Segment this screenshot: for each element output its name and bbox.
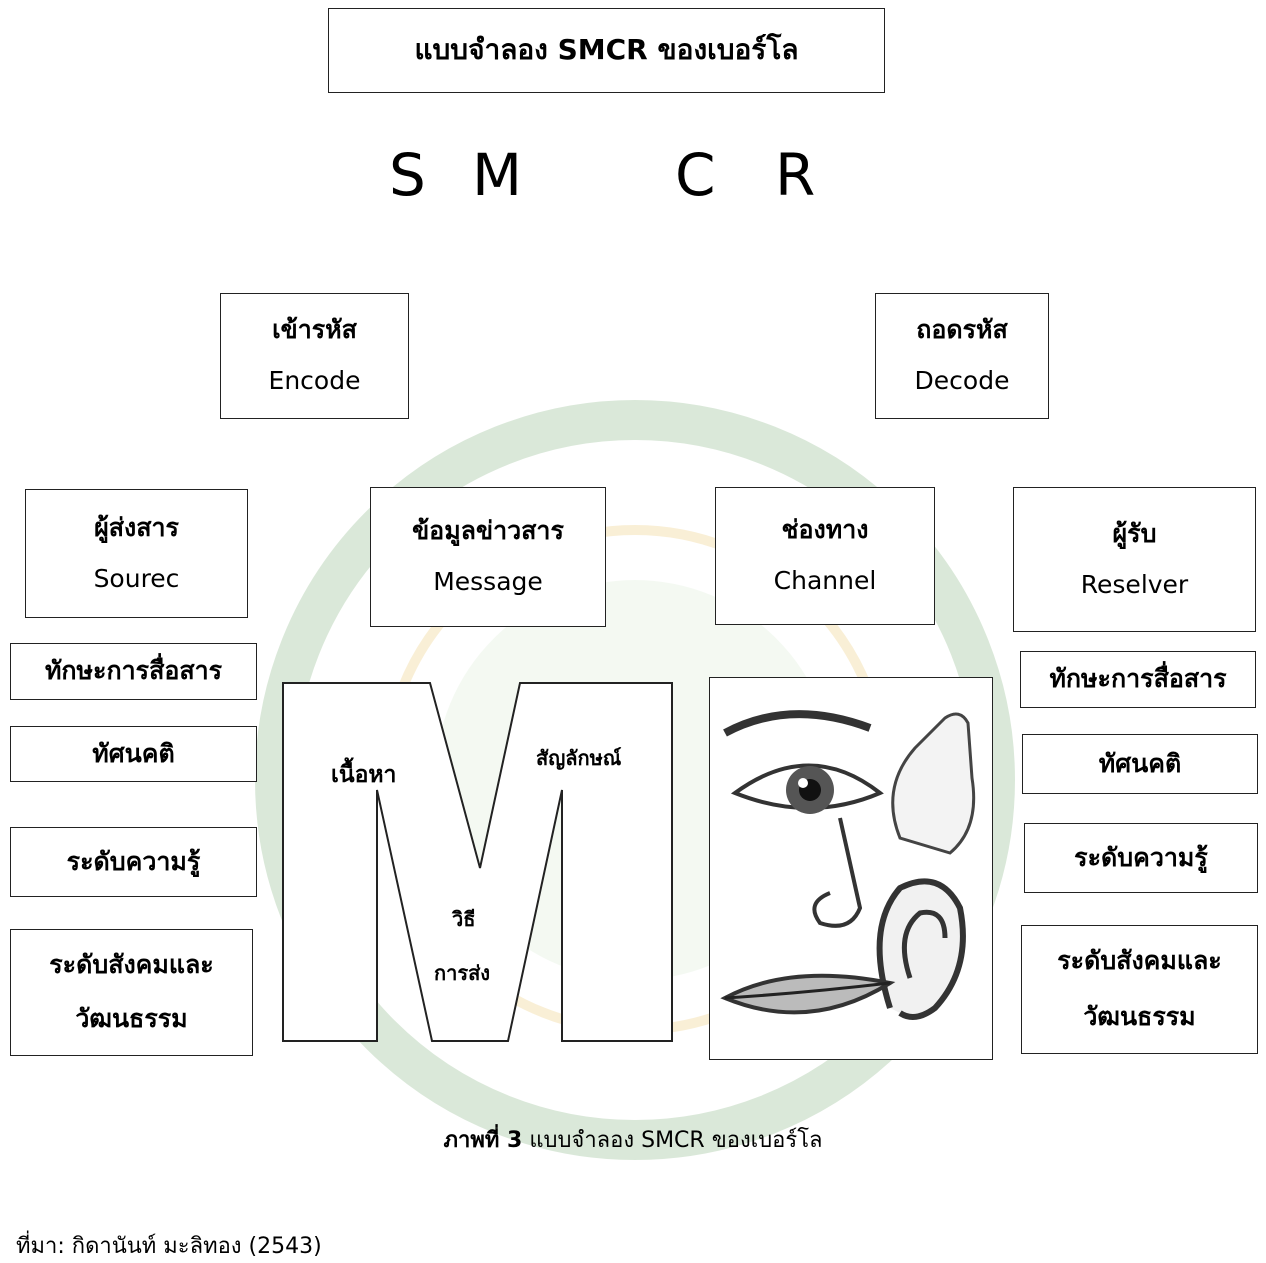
- receiver-en: Reselver: [1080, 569, 1189, 599]
- letter-c: C: [675, 141, 716, 209]
- letter-r: R: [775, 141, 816, 209]
- right-attr-culture: ระดับสังคมและ วัฒนธรรม: [1021, 925, 1258, 1054]
- right-attr-attitude-text: ทัศนคติ: [1098, 748, 1182, 778]
- receiver-box: ผู้รับ Reselver: [1013, 487, 1256, 632]
- m-content-label: เนื้อหา: [331, 762, 397, 788]
- caption-label: ภาพที่ 3: [443, 1128, 523, 1153]
- left-attr-knowledge: ระดับความรู้: [10, 827, 257, 897]
- m-symbol-label: สัญลักษณ์: [536, 746, 622, 770]
- letter-m: M: [472, 141, 523, 209]
- left-attr-knowledge-text: ระดับความรู้: [66, 846, 201, 876]
- right-attr-skills-text: ทักษะการสื่อสาร: [1049, 664, 1227, 694]
- message-en: Message: [433, 567, 543, 596]
- left-attr-skills-text: ทักษะการสื่อสาร: [44, 656, 223, 686]
- hand-drawing: [891, 712, 976, 855]
- m-letter-outline: [282, 682, 673, 1042]
- message-box: ข้อมูลข่าวสาร Message: [370, 487, 606, 627]
- caption-text: แบบจำลอง SMCR ของเบอร์โล: [522, 1128, 823, 1153]
- message-th: ข้อมูลข่าวสาร: [412, 516, 564, 546]
- decode-box: ถอดรหัส Decode: [875, 293, 1049, 419]
- sender-box: ผู้ส่งสาร Sourec: [25, 489, 248, 618]
- receiver-th: ผู้รับ: [1112, 518, 1157, 548]
- encode-th: เข้ารหัส: [272, 315, 357, 345]
- sender-en: Sourec: [93, 563, 180, 593]
- senses-illustration: [709, 677, 993, 1060]
- right-attr-attitude: ทัศนคติ: [1022, 734, 1258, 794]
- decode-th: ถอดรหัส: [916, 315, 1008, 345]
- left-attr-skills: ทักษะการสื่อสาร: [10, 643, 257, 700]
- m-method-label-1: วิธี: [452, 907, 476, 931]
- right-attr-knowledge-text: ระดับความรู้: [1074, 842, 1208, 872]
- decode-en: Decode: [914, 366, 1010, 395]
- channel-th: ช่องทาง: [781, 515, 869, 545]
- left-attr-culture-line1: ระดับสังคมและ: [49, 949, 214, 979]
- channel-en: Channel: [773, 566, 877, 595]
- source-note: ที่มา: กิดานันท์ มะลิทอง (2543): [16, 1234, 322, 1259]
- right-attr-culture-line2: วัฒนธรรม: [1083, 1001, 1196, 1031]
- m-method-label-2: การส่ง: [434, 961, 491, 985]
- left-attr-culture-line2: วัฒนธรรม: [75, 1004, 188, 1034]
- letter-s: S: [389, 141, 426, 209]
- title-text: แบบจำลอง SMCR ของเบอร์โล: [414, 33, 799, 67]
- ear-drawing: [876, 878, 966, 1020]
- encode-box: เข้ารหัส Encode: [220, 293, 409, 419]
- title-box: แบบจำลอง SMCR ของเบอร์โล: [328, 8, 885, 93]
- nose-drawing: [812, 817, 863, 928]
- left-attr-attitude-text: ทัศนคติ: [92, 738, 175, 768]
- sender-th: ผู้ส่งสาร: [94, 512, 179, 542]
- figure-caption: ภาพที่ 3 แบบจำลอง SMCR ของเบอร์โล: [0, 1122, 1266, 1157]
- left-attr-culture: ระดับสังคมและ วัฒนธรรม: [10, 929, 253, 1056]
- left-attr-attitude: ทัศนคติ: [10, 726, 257, 782]
- encode-en: Encode: [268, 366, 361, 395]
- right-attr-skills: ทักษะการสื่อสาร: [1020, 651, 1256, 708]
- right-attr-knowledge: ระดับความรู้: [1024, 823, 1258, 893]
- right-attr-culture-line1: ระดับสังคมและ: [1057, 946, 1222, 976]
- channel-box: ช่องทาง Channel: [715, 487, 935, 625]
- mouth-drawing: [720, 973, 896, 1015]
- eyebrow-drawing: [723, 710, 872, 737]
